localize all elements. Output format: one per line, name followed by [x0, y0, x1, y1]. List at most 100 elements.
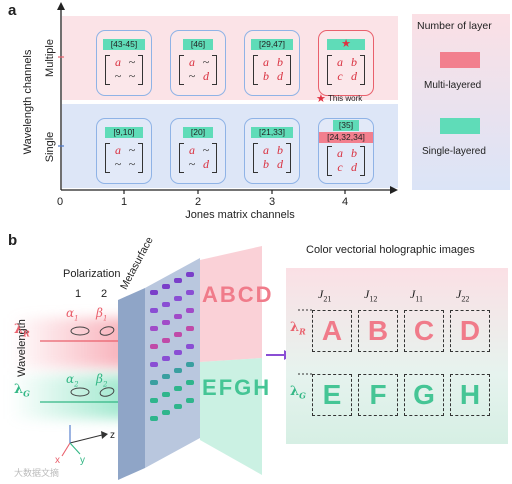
j-sub: 11: [415, 294, 424, 304]
alpha-r-label: α1: [66, 306, 79, 323]
holo-letter: F: [218, 375, 235, 400]
panel-a-axes: [57, 2, 398, 194]
holo-letter: E: [202, 375, 219, 400]
legend-multi-swatch: [440, 52, 480, 68]
matrix-entry: ~: [128, 55, 136, 69]
ref-tag-multi: [24,32,34]: [319, 132, 373, 143]
legend-box: [412, 14, 510, 190]
holo-image-e: E: [312, 374, 352, 416]
matrix-entry: ~: [128, 69, 136, 83]
holo-image-b: B: [358, 310, 398, 352]
matrix-entry: d: [351, 160, 357, 174]
lambda-r-sub: R: [299, 326, 306, 337]
axis-z-label: z: [110, 430, 115, 441]
j-label-22: J22: [456, 287, 469, 303]
matrix-entry: ~: [202, 143, 210, 157]
holo-image-d: D: [450, 310, 490, 352]
polarization-label: Polarization: [63, 268, 121, 280]
this-work-label: This work: [328, 94, 363, 103]
panel-b-drawing: [40, 246, 293, 480]
j-symbol: J: [410, 287, 416, 301]
lambda-r-sub: R: [23, 328, 30, 339]
lambda-g-label: λG: [14, 382, 30, 399]
jones-matrix: a ~ ~ ~: [105, 143, 143, 173]
holo-letter: H: [253, 375, 272, 400]
matrix-entry: ~: [202, 55, 210, 69]
matrix-entry: c: [337, 69, 343, 83]
holo-image-g: G: [404, 374, 444, 416]
guide-lines: [298, 309, 312, 375]
lambda-g-sub: G: [23, 388, 30, 399]
lambda-r-symbol: λ: [14, 322, 24, 337]
holo-image-c: C: [404, 310, 444, 352]
j-symbol: J: [364, 287, 370, 301]
cell-multiple-2: [46] a ~ ~ d: [170, 30, 226, 96]
matrix-entry: d: [277, 69, 283, 83]
x-tick-4: 4: [342, 196, 349, 208]
ref-tag: [9,10]: [105, 127, 143, 138]
pol-2-label: 2: [101, 288, 108, 300]
beta-r-label: β1: [96, 306, 108, 323]
nanopillar-array: [150, 272, 194, 421]
matrix-entry: a: [263, 55, 269, 69]
holo-letter: G: [234, 375, 254, 400]
legend-single-swatch: [440, 118, 480, 134]
cell-single-2: [20] a ~ ~ d: [170, 118, 226, 184]
matrix-entry: d: [203, 157, 209, 171]
ref-tag: [29,47]: [251, 39, 293, 50]
j-sub: 22: [461, 294, 470, 304]
j-sub: 21: [323, 294, 332, 304]
j-symbol: J: [318, 287, 324, 301]
cell-multiple-4: ★ a b c d: [318, 30, 374, 96]
matrix-entry: b: [277, 55, 283, 69]
lambda-g-symbol: λ: [14, 382, 24, 397]
jones-matrix: a ~ ~ d: [179, 55, 217, 85]
ref-tag: [43-45]: [103, 39, 145, 50]
matrix-entry: d: [351, 69, 357, 83]
holo-image-f: F: [358, 374, 398, 416]
j-label-12: J12: [364, 287, 377, 303]
matrix-entry: a: [115, 55, 121, 69]
holo-image-a: A: [312, 310, 352, 352]
jones-matrix: a ~ ~ d: [179, 143, 217, 173]
matrix-entry: a: [189, 55, 195, 69]
ref-tag: [21,33]: [251, 127, 293, 138]
holo-letter: D: [255, 282, 274, 307]
matrix-entry: ~: [188, 157, 196, 171]
beta-g-label: β2: [96, 372, 108, 389]
matrix-entry: d: [277, 157, 283, 171]
matrix-entry: a: [337, 55, 343, 69]
jones-matrix: a b c d: [327, 146, 365, 176]
axis-x-label: x: [55, 455, 60, 466]
legend-multi-label: Multi-layered: [424, 80, 482, 91]
matrix-entry: b: [351, 146, 357, 160]
jones-matrix: a b b d: [253, 143, 291, 173]
matrix-entry: a: [263, 143, 269, 157]
matrix-entry: c: [337, 160, 343, 174]
j-symbol: J: [456, 287, 462, 301]
matrix-entry: b: [277, 143, 283, 157]
beta-g-symbol: β: [96, 372, 103, 386]
row-lambda-g: λG: [290, 384, 306, 401]
legend-title: Number of layer: [417, 20, 492, 32]
ref-tag: [46]: [183, 39, 213, 50]
watermark: 大数据文摘: [14, 468, 60, 478]
cell-single-4: [35] [24,32,34] a b c d: [318, 118, 374, 184]
cell-multiple-3: [29,47] a b b d: [244, 30, 300, 96]
matrix-entry: d: [203, 69, 209, 83]
this-work-star-icon: ★: [316, 93, 326, 105]
cone-letters-red: ABCD: [202, 282, 274, 308]
alpha-r-symbol: α: [66, 306, 75, 320]
cell-single-1: [9,10] a ~ ~ ~: [96, 118, 152, 184]
matrix-entry: b: [263, 157, 269, 171]
alpha-g-symbol: α: [66, 372, 75, 386]
x-axis-title: Jones matrix channels: [185, 209, 295, 221]
x-tick-3: 3: [269, 196, 276, 208]
lambda-g-symbol: λ: [290, 384, 300, 399]
y-axis-title: Wavelength channels: [22, 49, 34, 155]
x-tick-2: 2: [195, 196, 202, 208]
alpha-g-label: α2: [66, 372, 79, 389]
right-title: Color vectorial holographic images: [306, 244, 475, 256]
row-lambda-r: λR: [290, 320, 306, 337]
matrix-entry: b: [351, 55, 357, 69]
